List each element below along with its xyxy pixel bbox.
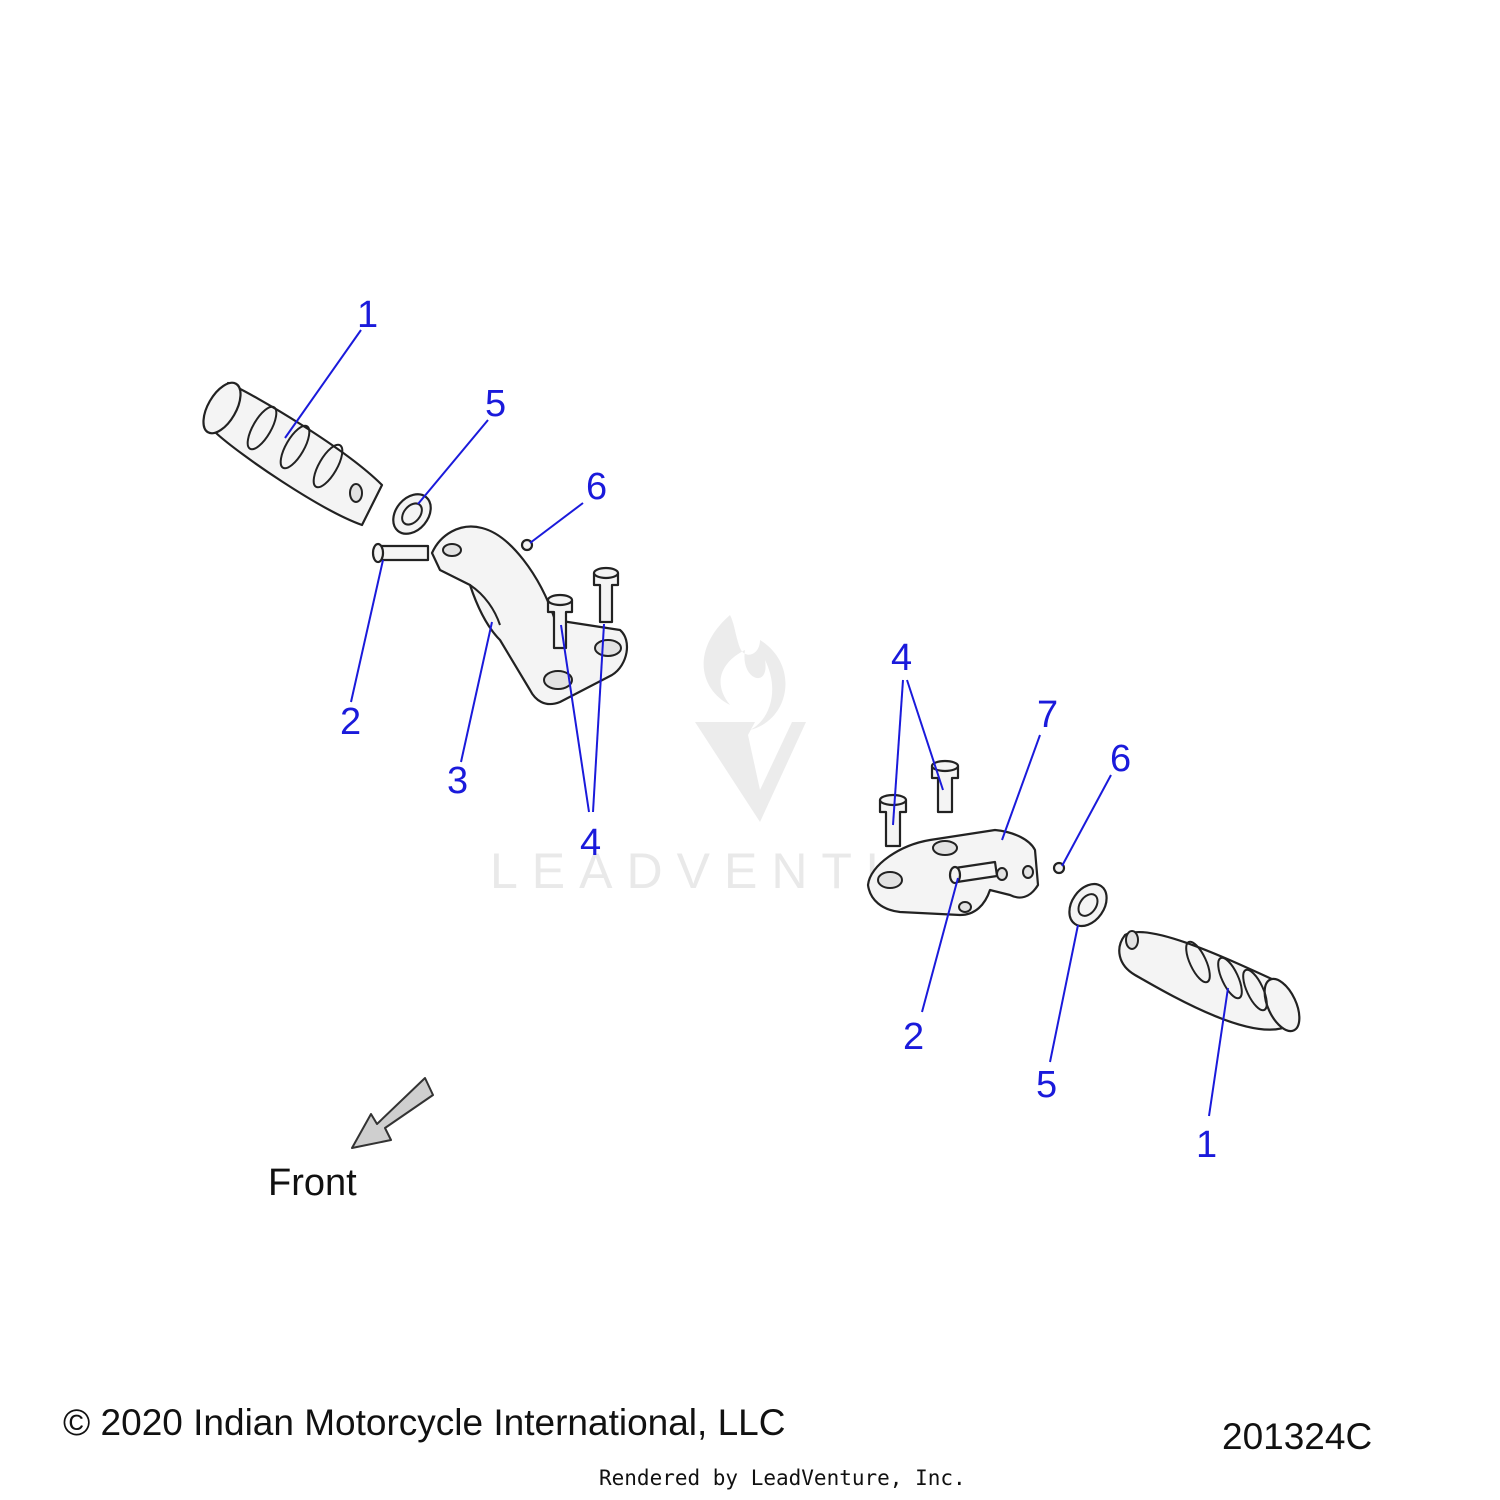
left-oring-part-6	[520, 538, 534, 552]
left-washer-part-5	[392, 493, 432, 535]
callout-labels: 1 5 6 2 3 4 4 7 6 2 5 1	[340, 294, 1217, 1166]
watermark-flame-icon	[703, 615, 786, 730]
callout-right-6: 6	[1110, 738, 1131, 780]
callout-left-4: 4	[580, 822, 601, 864]
callout-right-5: 5	[1036, 1064, 1057, 1106]
right-washer-part-5	[1068, 882, 1108, 928]
callout-left-6: 6	[586, 466, 607, 508]
copyright-text: © 2020 Indian Motorcycle International, …	[63, 1402, 786, 1443]
front-arrow-icon	[351, 1077, 434, 1149]
right-pin-part-2	[948, 860, 999, 885]
right-footpeg-assembly	[866, 759, 1301, 1033]
left-bracket-part-3	[430, 525, 629, 706]
callout-right-1: 1	[1196, 1124, 1217, 1166]
watermark-v-icon	[695, 722, 806, 822]
rendered-by-text: Rendered by LeadVenture, Inc.	[599, 1466, 966, 1490]
callout-right-2: 2	[903, 1016, 924, 1058]
callout-left-1: 1	[357, 294, 378, 336]
callout-left-5: 5	[485, 383, 506, 425]
front-label: Front	[268, 1162, 357, 1204]
front-direction-indicator: Front	[268, 1077, 434, 1204]
left-footpeg-part-1	[202, 381, 384, 527]
left-pin-part-2	[371, 542, 430, 564]
right-footpeg-part-1	[1118, 930, 1301, 1033]
callout-left-2: 2	[340, 701, 361, 743]
callout-left-3: 3	[447, 760, 468, 802]
callout-right-7: 7	[1037, 694, 1058, 736]
diagram-id: 201324C	[1222, 1416, 1373, 1457]
leader-lines	[284, 329, 1229, 1117]
left-bolt-part-4a	[546, 593, 574, 650]
left-footpeg-assembly	[202, 381, 629, 706]
left-bolt-part-4b	[592, 566, 620, 624]
callout-right-4: 4	[891, 637, 912, 679]
